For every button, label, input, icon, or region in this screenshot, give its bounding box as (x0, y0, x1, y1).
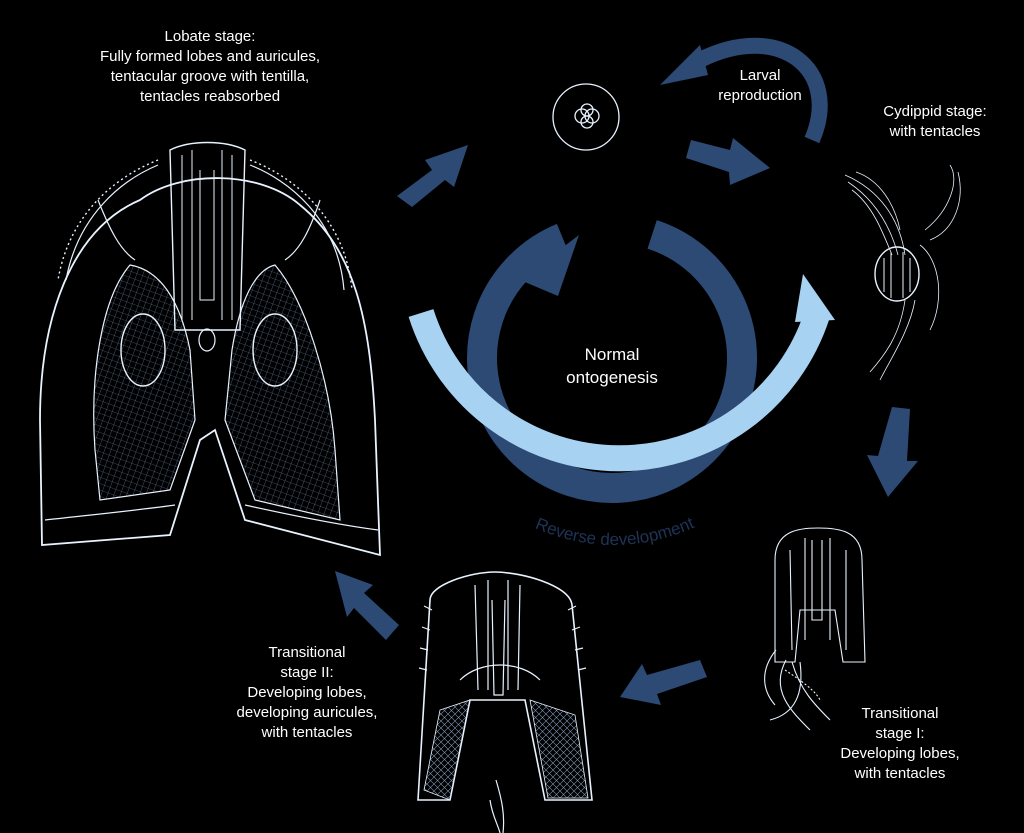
larval-reproduction-label: Larval reproduction (718, 67, 802, 104)
lobate-stage-label: Lobate stage: Fully formed lobes and aur… (99, 28, 321, 105)
cycle-arrows (335, 37, 918, 705)
arrow-lobate-to-egg (397, 145, 468, 207)
transitional-stage-2-icon (417, 571, 593, 833)
cydippid-stage-label: Cydippid stage: with tentacles (883, 103, 987, 140)
transitional-stage-2-label: Transitional stage II: Developing lobes,… (236, 644, 378, 741)
cydippid-larva-icon (844, 164, 961, 381)
arrow-trans1-to-trans2 (620, 660, 707, 705)
lobate-ctenophore-icon (39, 141, 381, 557)
egg-icon (552, 83, 620, 151)
arrow-cydippid-to-trans1 (867, 407, 918, 497)
larval-reproduction-loop (696, 37, 828, 144)
reverse-development-label: Reverse development (533, 513, 697, 549)
reverse-development-ring (408, 274, 835, 472)
arrow-egg-to-cydippid (686, 138, 770, 185)
normal-ontogenesis-label: Normal ontogenesis (566, 345, 658, 387)
transitional-stage-1-icon (764, 527, 866, 731)
transitional-stage-1-label: Transitional stage I: Developing lobes, … (840, 705, 960, 782)
arrow-trans2-to-lobate (335, 571, 399, 640)
